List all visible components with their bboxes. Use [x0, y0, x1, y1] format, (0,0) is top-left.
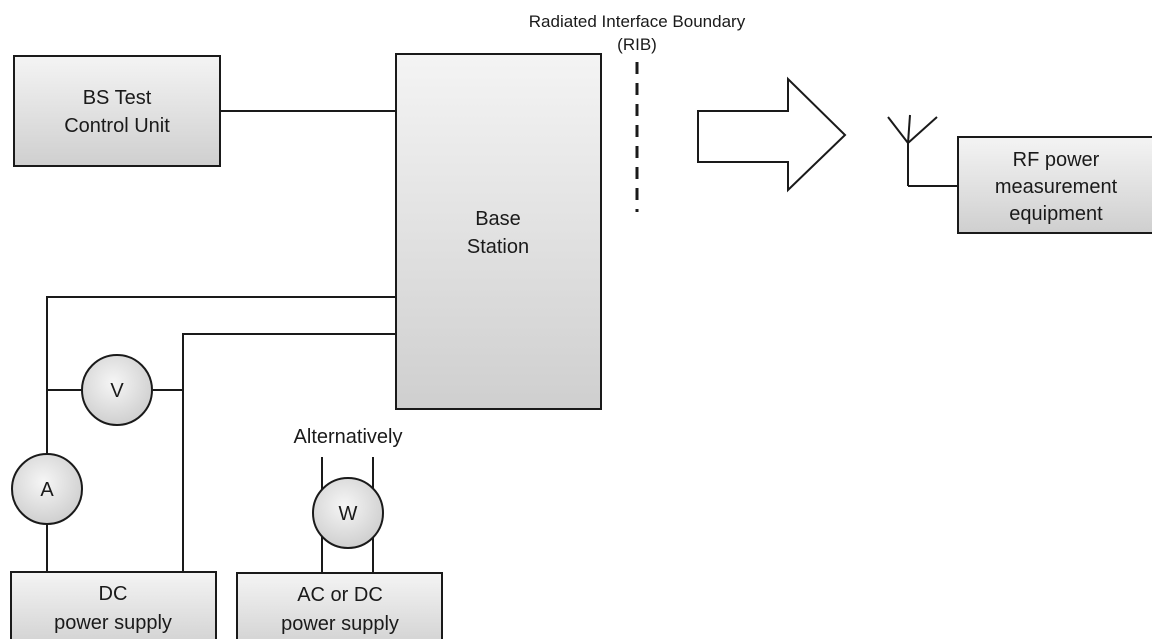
rf-power-line2: measurement	[995, 176, 1118, 198]
ac-dc-power-supply-box	[236, 572, 443, 639]
rf-power-measurement-box	[957, 136, 1152, 234]
dc-power-supply-line2: power supply	[54, 612, 172, 634]
wattmeter: W	[312, 477, 384, 549]
negative-lead	[182, 333, 396, 572]
ammeter: A	[11, 453, 83, 525]
bs-test-control-unit: BS Test Control Unit	[13, 55, 221, 167]
ammeter-circle	[11, 453, 83, 525]
base-station: Base Station	[395, 53, 602, 410]
wattmeter-label: W	[339, 503, 358, 525]
arrow-right-icon	[697, 76, 847, 193]
rib-title: Radiated Interface Boundary	[529, 12, 746, 31]
voltmeter: V	[81, 354, 153, 426]
voltmeter-label: V	[110, 380, 124, 402]
rf-power-measurement-equipment: RF power measurement equipment	[957, 136, 1152, 234]
bs-test-control-unit-box	[13, 55, 221, 167]
ammeter-label: A	[40, 479, 54, 501]
base-station-line2: Station	[467, 236, 529, 258]
rib-abbr: (RIB)	[617, 35, 657, 54]
rf-power-line3: equipment	[1009, 203, 1103, 225]
wattmeter-circle	[312, 477, 384, 549]
bs-test-control-unit-line1: BS Test	[83, 87, 152, 109]
positive-lead	[46, 296, 396, 457]
rf-power-line1: RF power	[1013, 149, 1100, 171]
rib-boundary: Radiated Interface Boundary (RIB)	[529, 12, 746, 212]
ac-dc-power-supply: AC or DC power supply	[236, 572, 443, 639]
dc-power-supply: DC power supply	[10, 571, 217, 639]
ac-dc-power-supply-line2: power supply	[281, 613, 399, 635]
dc-power-supply-box	[10, 571, 217, 639]
ac-dc-power-supply-line1: AC or DC	[297, 584, 383, 606]
base-station-line1: Base	[475, 208, 521, 230]
voltmeter-circle	[81, 354, 153, 426]
dc-power-supply-line1: DC	[99, 583, 128, 605]
base-station-box	[395, 53, 602, 410]
dc-supply-wiring	[46, 296, 396, 572]
alternatively-label: Alternatively	[294, 426, 403, 448]
antenna-icon	[887, 114, 958, 187]
bs-test-control-unit-line2: Control Unit	[64, 115, 170, 137]
